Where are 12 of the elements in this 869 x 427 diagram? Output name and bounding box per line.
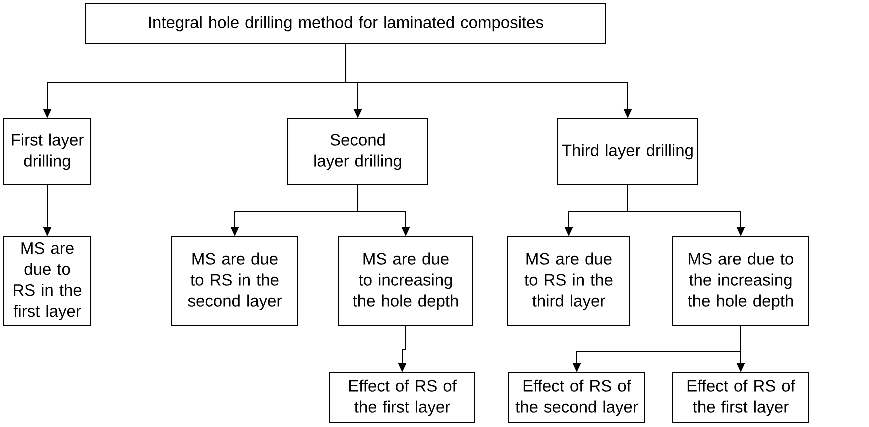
process-box: Second layer drilling <box>288 118 428 186</box>
process-box: MS are due to RS in the third layer <box>508 236 630 326</box>
process-box: First layer drilling <box>4 118 92 186</box>
process-box: Effect of RS of the first layer <box>330 372 476 424</box>
process-box: Third layer drilling <box>558 118 698 186</box>
process-box: Effect of RS of the second layer <box>508 372 646 424</box>
process-box: MS are due to increasing the hole depth <box>338 236 474 326</box>
title-box: Integral hole drilling method for laminated composites <box>86 4 606 44</box>
process-box: Effect of RS of the first layer <box>672 372 810 424</box>
process-box: MS are due to RS in the first layer <box>4 236 92 326</box>
process-box: MS are due to RS in the second layer <box>172 236 298 326</box>
process-box: MS are due to the increasing the hole depth <box>672 236 810 326</box>
